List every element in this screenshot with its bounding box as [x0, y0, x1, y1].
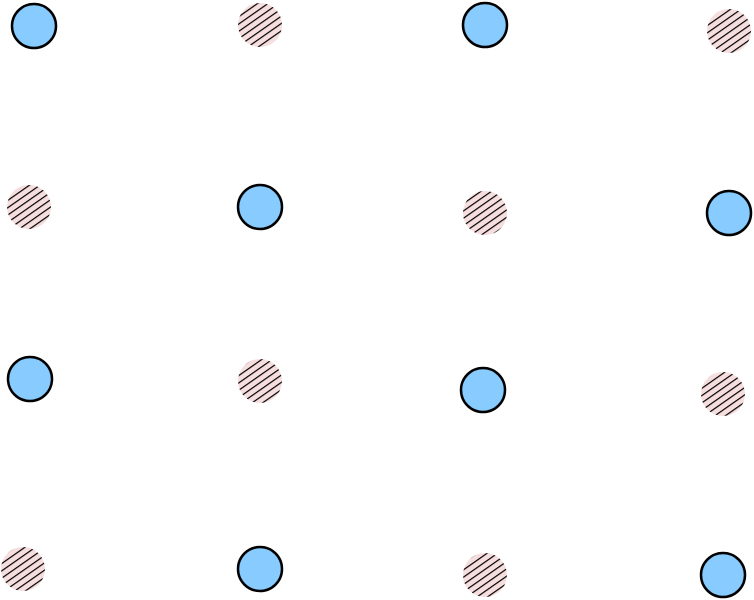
solid-dot-r1-c3: [461, 1, 509, 49]
solid-dot-r4-c4: [699, 551, 747, 599]
hatched-dot-r3-c4: [701, 372, 745, 416]
solid-dot-r2-c4: [705, 189, 753, 237]
hatched-dot-r2-c1: [7, 185, 51, 229]
hatched-dot-r1-c4: [707, 9, 751, 53]
solid-dot-r1-c1: [10, 2, 58, 50]
hatched-dot-r2-c3: [463, 191, 507, 235]
solid-dot-r4-c2: [236, 545, 284, 593]
solid-dot-r3-c3: [459, 366, 507, 414]
hatched-dot-r4-c3: [463, 553, 507, 597]
hatched-dot-r1-c2: [238, 3, 282, 47]
solid-dot-r3-c1: [6, 355, 54, 403]
solid-dot-r2-c2: [236, 183, 284, 231]
hatched-dot-r3-c2: [238, 359, 282, 403]
hatched-dot-r4-c1: [1, 547, 45, 591]
